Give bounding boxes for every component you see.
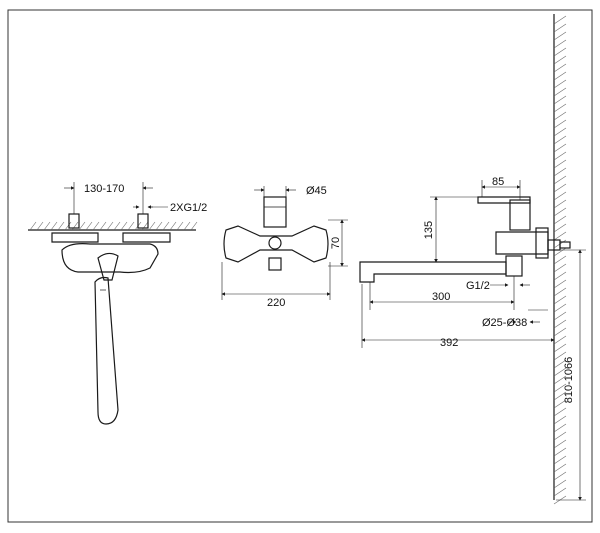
- dim-center-distance: 130-170: [84, 183, 124, 195]
- dim-outlet-thread: G1/2: [466, 280, 490, 292]
- right-escutcheon: [122, 232, 171, 243]
- dim-body-height: 70: [330, 237, 342, 249]
- dim-escutcheon-diameter: Ø45: [306, 185, 327, 197]
- mixer-body-side: [223, 225, 329, 263]
- dim-top-offset: 85: [492, 176, 504, 188]
- spout-front: [94, 276, 119, 425]
- cartridge-profile: [509, 199, 531, 231]
- body-profile: [495, 231, 549, 255]
- dim-mount-height: 810-1066: [563, 357, 575, 404]
- spout-profile: [359, 261, 507, 283]
- dim-inlet-thread: 2XG1/2: [170, 202, 207, 214]
- dim-spout-length: 300: [432, 291, 450, 303]
- mixer-body: [61, 243, 159, 274]
- wall-hatch-top: [28, 221, 198, 231]
- dim-spout-height: 135: [423, 221, 435, 239]
- right-connector-nut: [137, 213, 149, 229]
- dim-pipe-diameter: Ø25-Ø38: [482, 317, 527, 329]
- dim-overall-width: 220: [267, 297, 285, 309]
- diverter-circle: [268, 236, 282, 250]
- diverter-stem: [268, 257, 282, 271]
- lever-profile: [477, 196, 531, 204]
- left-connector-nut: [68, 213, 80, 229]
- side-view: Ø45 70 220: [221, 185, 348, 309]
- cartridge-housing: [263, 196, 287, 228]
- dim-total-projection: 392: [440, 337, 458, 349]
- drawing-frame: [7, 9, 593, 523]
- profile-view: 85 135 G1/2 300 Ø25-Ø38 392 810-1066: [359, 14, 586, 505]
- mixer-handle: [97, 252, 119, 281]
- front-view: 130-170 2XG1/2: [28, 182, 207, 425]
- left-escutcheon: [51, 232, 99, 243]
